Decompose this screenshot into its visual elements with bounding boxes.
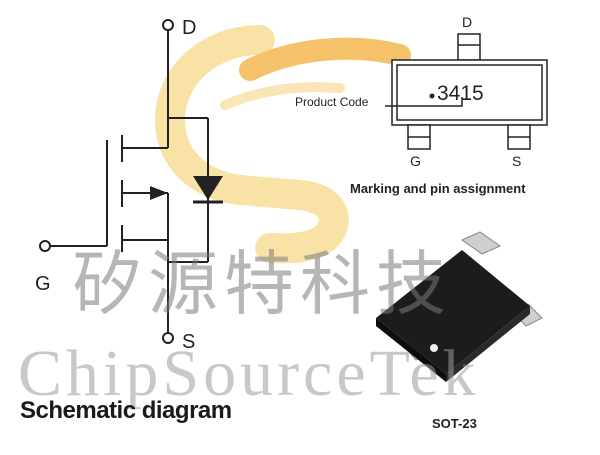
pin1-dot-icon <box>429 93 435 99</box>
sot23-package-image <box>376 231 543 382</box>
marking-package-outline <box>385 33 548 150</box>
package-caption: SOT-23 <box>432 416 477 431</box>
source-terminal <box>162 332 174 344</box>
channel-arrow-icon <box>150 186 168 200</box>
marking-code: 3415 <box>437 82 484 105</box>
schematic-pin-g-label: G <box>35 273 51 295</box>
schematic-pin-s-label: S <box>182 331 195 353</box>
schematic-pin-d-label: D <box>182 17 196 39</box>
marking-pin-s-label: S <box>512 153 521 169</box>
schematic-caption: Schematic diagram <box>20 397 232 424</box>
product-code-label: Product Code <box>295 95 369 109</box>
marking-caption: Marking and pin assignment <box>350 181 526 196</box>
watermark-logo <box>154 25 411 264</box>
drain-terminal <box>162 19 174 31</box>
body-diode-icon <box>193 176 223 204</box>
watermark-chinese: 矽源特科技 <box>72 243 452 325</box>
gate-terminal <box>39 240 51 252</box>
watermark-english: ChipSourceTek <box>18 337 480 410</box>
mosfet-schematic <box>39 19 209 344</box>
marking-pin-d-label: D <box>462 14 472 30</box>
marking-pin-g-label: G <box>410 153 421 169</box>
